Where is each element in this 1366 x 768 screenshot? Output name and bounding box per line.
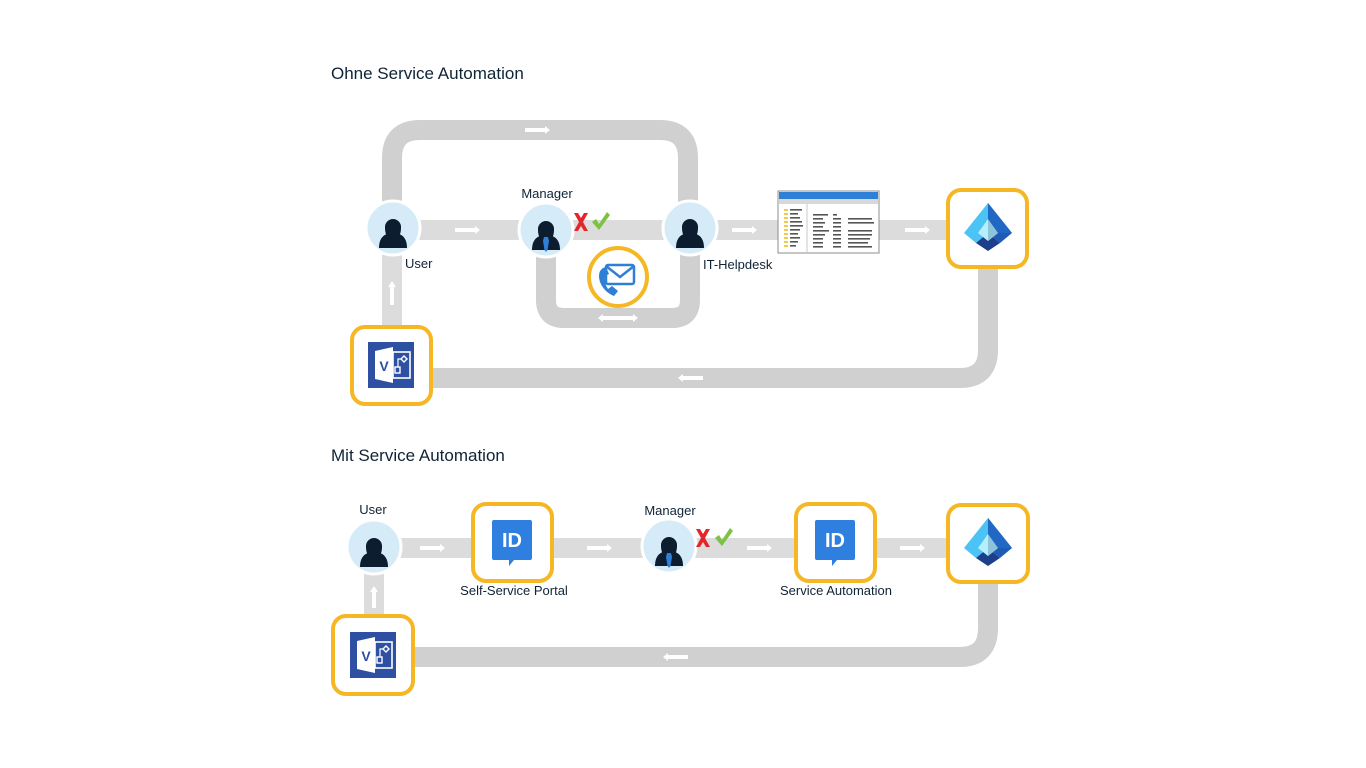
node-user-with[interactable]: User: [345, 502, 403, 576]
node-label-helpdesk: IT-Helpdesk: [703, 257, 773, 272]
node-entra-with[interactable]: [946, 503, 1030, 584]
node-label-user: User: [359, 502, 387, 517]
flow-arrows-without: [388, 126, 930, 382]
node-label-automation: Service Automation: [780, 583, 892, 598]
node-user-without[interactable]: User: [364, 199, 433, 271]
node-label-user: User: [405, 256, 433, 271]
node-contact-without[interactable]: [587, 246, 649, 308]
section-title-with-automation: Mit Service Automation: [331, 446, 505, 465]
node-service-automation[interactable]: Service Automation: [780, 502, 892, 598]
id-badge-icon: [815, 520, 855, 566]
flow-arrows-with: [370, 544, 925, 661]
visio-icon: [349, 631, 397, 679]
node-manager-with[interactable]: Manager: [640, 503, 733, 575]
section-title-without-automation: Ohne Service Automation: [331, 64, 524, 83]
node-helpdesk-without[interactable]: IT-Helpdesk: [661, 199, 773, 272]
node-label-portal: Self-Service Portal: [460, 583, 568, 598]
visio-icon: [367, 341, 415, 389]
id-badge-icon: [492, 520, 532, 566]
node-label-manager: Manager: [644, 503, 696, 518]
node-self-service-portal[interactable]: Self-Service Portal: [460, 502, 568, 598]
phone-mail-icon: [599, 263, 636, 296]
node-admin-console-without[interactable]: [777, 190, 880, 254]
node-manager-without[interactable]: Manager: [517, 186, 610, 259]
node-label-manager: Manager: [521, 186, 573, 201]
admin-console-window-icon: [777, 190, 880, 254]
node-visio-without[interactable]: [350, 325, 433, 406]
node-entra-without[interactable]: [946, 188, 1029, 269]
node-visio-with[interactable]: [331, 614, 415, 696]
